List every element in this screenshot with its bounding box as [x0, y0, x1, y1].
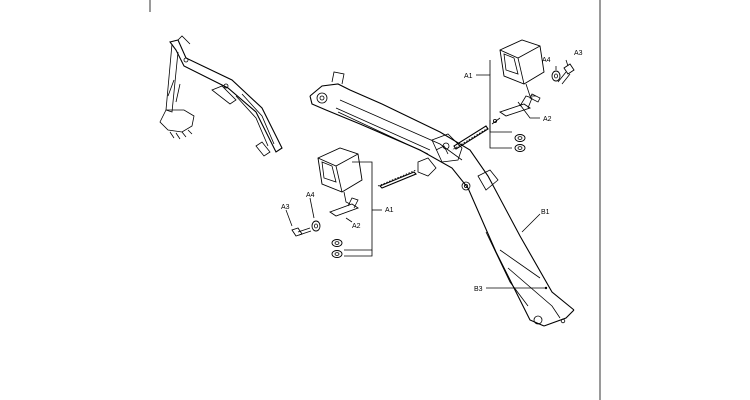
worklight-lamp-icon: [499, 39, 545, 103]
callout-a4-upper: A4: [542, 57, 551, 64]
b3-leader-dot: [544, 286, 548, 290]
boom-illustration: [309, 71, 575, 327]
upper-worklight-assembly: [476, 39, 575, 152]
callout-a4-lower: A4: [306, 192, 315, 199]
worklight-lamp-icon: [317, 147, 363, 205]
b1-leader: [521, 213, 541, 233]
nut-icon: [331, 239, 343, 258]
callout-a3-upper: A3: [574, 50, 583, 57]
overview-arm-illustration: [159, 35, 283, 157]
callout-b3: B3: [474, 286, 483, 293]
mounting-bracket-icon: [491, 95, 533, 125]
bolt-icon: [291, 227, 312, 237]
washer-icon: [311, 220, 321, 232]
nut-icon: [514, 134, 526, 152]
callout-a1-lower: A1: [385, 207, 394, 214]
lower-worklight-assembly: [285, 147, 382, 258]
callout-a1-upper: A1: [464, 73, 473, 80]
callout-b1: B1: [541, 209, 550, 216]
callout-a2-upper: A2: [543, 116, 552, 123]
bolt-icon: [557, 63, 575, 85]
callout-a2-lower: A2: [352, 223, 361, 230]
mounting-bracket-icon: [329, 197, 359, 217]
callout-a3-lower: A3: [281, 204, 290, 211]
washer-icon: [551, 70, 561, 82]
